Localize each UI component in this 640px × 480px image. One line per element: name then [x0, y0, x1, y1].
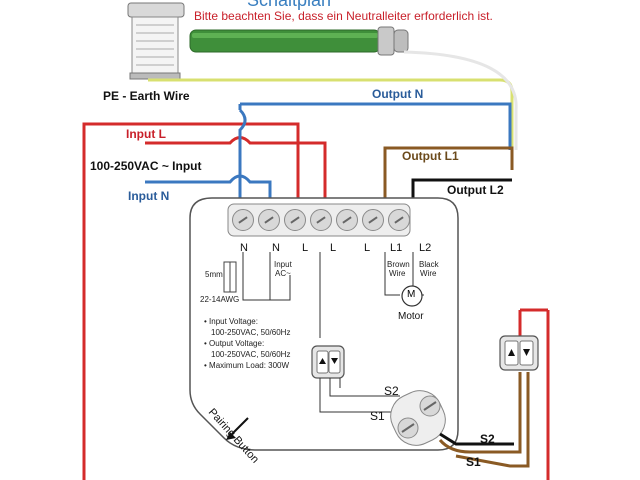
terminal-4	[310, 209, 332, 231]
terminal-label-2: N	[272, 242, 280, 254]
input-l-label: Input L	[126, 127, 166, 141]
spec-line-1: • Input Voltage:	[204, 317, 258, 326]
input-ac-label-line2: AC~	[275, 269, 291, 278]
strip-length-label: 5mm	[205, 270, 223, 279]
neutral-notice: Bitte beachten Sie, dass ein Neutralleit…	[194, 9, 493, 23]
output-l2-label: Output L2	[447, 183, 504, 197]
brown-wire-label-line1: Brown	[387, 260, 410, 269]
black-wire-label-line1: Black	[419, 260, 439, 269]
roller-shutter-icon	[127, 2, 185, 80]
terminal-label-5: L	[364, 242, 371, 254]
motor-symbol	[401, 285, 423, 307]
input-n-label: Input N	[128, 189, 170, 203]
s2-inner-label: S2	[384, 384, 399, 398]
inner-switch-icon	[311, 345, 345, 379]
output-l1-wire	[383, 146, 514, 210]
motor-symbol-letter: M	[407, 289, 416, 300]
terminal-label-7: L2	[419, 242, 432, 254]
terminal-2	[258, 209, 280, 231]
pairing-arrow-icon	[226, 417, 249, 440]
s2-outer-label: S2	[480, 432, 495, 446]
output-n-wire	[240, 102, 512, 150]
motor-label: Motor	[398, 311, 424, 322]
tubular-motor-icon	[189, 26, 409, 56]
output-l1-label: Output L1	[402, 149, 459, 163]
brown-wire-label-line2: Wire	[389, 269, 406, 278]
terminal-6	[362, 209, 384, 231]
s1-inner-label: S1	[370, 409, 385, 423]
wire-gauge-label: 22-14AWG	[200, 295, 240, 304]
earth-wire	[148, 78, 514, 150]
spec-line-2: 100-250VAC, 50/60Hz	[211, 328, 291, 337]
switch-terminal-block	[390, 390, 446, 446]
input-voltage-label: 100-250VAC ~ Input	[90, 159, 202, 173]
terminal-label-3: L	[302, 242, 309, 254]
terminal-5	[336, 209, 358, 231]
pe-label: PE - Earth Wire	[103, 89, 190, 103]
terminal-1	[232, 209, 254, 231]
black-wire-label-line2: Wire	[420, 269, 437, 278]
spec-line-4: 100-250VAC, 50/60Hz	[211, 350, 291, 359]
output-n-label: Output N	[372, 87, 424, 101]
red-loop-wire	[82, 122, 300, 480]
terminal-label-1: N	[240, 242, 248, 254]
diagram-title: Schaltplan	[247, 0, 332, 10]
outer-switch-icon	[499, 335, 539, 371]
s1-outer-label: S1	[466, 455, 481, 469]
terminal-label-4: L	[330, 242, 337, 254]
terminal-label-6: L1	[390, 242, 403, 254]
input-ac-label-line1: Input	[274, 260, 292, 269]
terminal-7	[388, 209, 410, 231]
spec-line-3: • Output Voltage:	[204, 339, 265, 348]
module-body	[189, 197, 459, 451]
terminal-3	[284, 209, 306, 231]
spec-line-5: • Maximum Load: 300W	[204, 361, 290, 370]
